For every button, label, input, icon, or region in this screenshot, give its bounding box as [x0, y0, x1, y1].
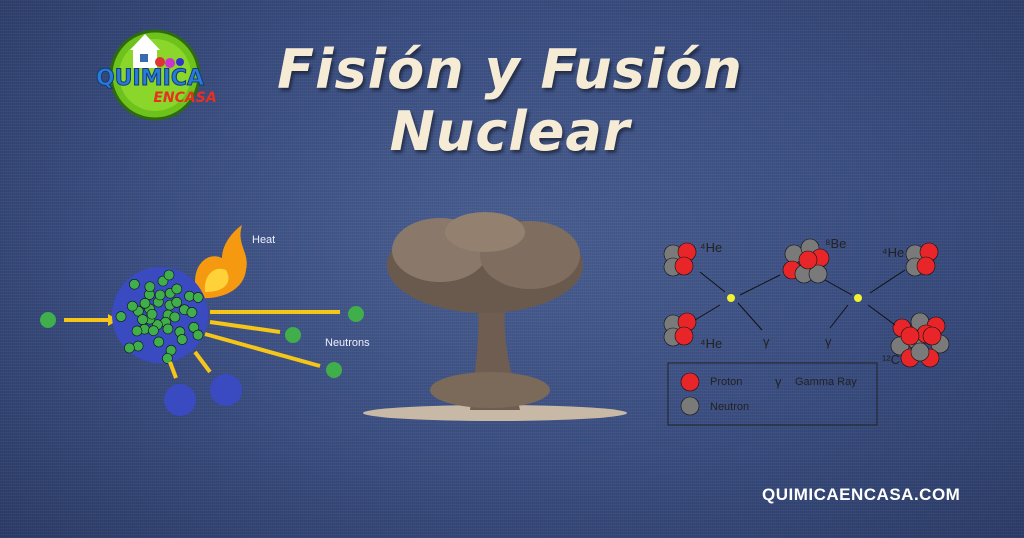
nucleon-dot: [132, 340, 144, 352]
website-url: QUIMICAENCASA.COM: [762, 485, 961, 504]
nucleon-dot: [148, 325, 159, 336]
be-label: ⁸Be: [825, 236, 847, 251]
fusion-spark-icon: [854, 294, 862, 302]
mushroom-cloud: [363, 212, 627, 421]
legend-box: [667, 362, 878, 426]
nucleon-dot: [129, 278, 140, 290]
nucleon-dot: [115, 311, 127, 322]
nucleon-dot: [146, 308, 158, 320]
nucleon-dot: [127, 300, 138, 312]
fusion-diagram: [663, 238, 950, 416]
reaction-arrow: [869, 269, 906, 294]
logo-text-encasa: ENCASA: [153, 90, 216, 106]
fusion-spark-icon: [727, 294, 735, 302]
legend-neutron: Neutron: [710, 401, 750, 413]
fission-diagram: [40, 225, 364, 416]
neutron-ball: [348, 306, 364, 322]
reaction-arrow: [824, 279, 853, 296]
gamma-label: γ: [825, 334, 832, 349]
nucleon-dot: [137, 314, 148, 325]
proton: [674, 256, 694, 276]
logo-text-quimica: QUIMICA: [96, 66, 204, 91]
nucleon-dot: [186, 307, 198, 318]
nucleon-dot: [162, 323, 174, 335]
nucleon-dot: [144, 281, 156, 293]
neutron-ball: [40, 312, 56, 328]
proton: [900, 326, 920, 346]
neutron: [910, 342, 930, 362]
legend-gamma: Gamma Ray: [795, 376, 857, 388]
legend-proton-icon: [680, 372, 700, 392]
legend-gamma-symbol: γ: [775, 374, 782, 389]
reaction-arrow: [699, 271, 726, 293]
nucleon-dot: [171, 283, 183, 295]
title-line-1: Fisión y Fusión: [277, 38, 743, 101]
he-label: ⁴He: [700, 336, 723, 351]
nucleon-dot: [171, 297, 183, 308]
proton: [916, 256, 936, 276]
nucleon-dot: [154, 289, 166, 301]
he-label: ⁴He: [882, 245, 905, 260]
legend-proton: Proton: [710, 376, 743, 388]
daughter-nucleus: [210, 374, 242, 406]
neutron-ball: [326, 362, 342, 378]
proton: [798, 250, 818, 270]
nucleon-dot: [139, 298, 151, 309]
reaction-arrow: [739, 274, 781, 296]
proton: [674, 326, 694, 346]
reaction-arrow: [694, 304, 721, 321]
nucleon-dot: [153, 336, 165, 348]
reaction-arrow: [829, 304, 849, 329]
nucleon-dot: [192, 292, 204, 303]
nucleon-dot: [163, 269, 175, 281]
nucleon-dot: [192, 329, 204, 341]
daughter-nucleus: [164, 384, 196, 416]
neutrons-label: Neutrons: [325, 337, 370, 349]
nucleon-dot: [176, 334, 188, 345]
nucleon-dot: [169, 311, 181, 323]
reaction-arrow: [737, 302, 763, 331]
logo: QUIMICA ENCASA: [95, 29, 217, 121]
nucleon-dot: [124, 342, 135, 354]
neutron: [808, 264, 828, 284]
he-label: ⁴He: [700, 240, 723, 255]
reaction-arrow: [867, 304, 896, 326]
proton: [922, 326, 942, 346]
nucleon-dot: [131, 325, 143, 337]
neutron-ball: [285, 327, 301, 343]
c-label: ¹²C: [882, 352, 901, 367]
gamma-label: γ: [763, 334, 770, 349]
nucleon-dot: [162, 353, 173, 364]
title-line-2: Nuclear: [389, 100, 631, 163]
legend-neutron-icon: [680, 396, 700, 416]
heat-label: Heat: [252, 234, 276, 246]
